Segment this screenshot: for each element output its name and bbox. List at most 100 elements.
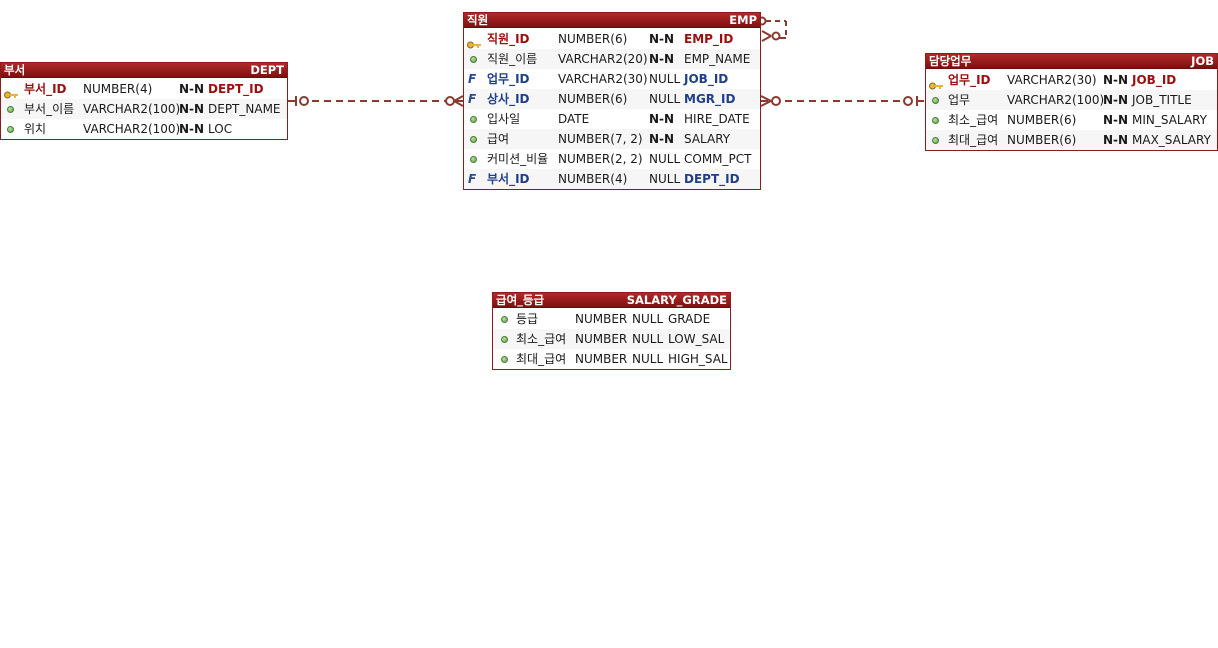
- column-physical: EMP_NAME: [684, 52, 751, 66]
- column-row[interactable]: 등급 NUMBER NULL GRADE: [493, 309, 730, 329]
- relationship-dept-emp: [288, 95, 464, 107]
- column-row[interactable]: 부서_이름 VARCHAR2(100) N-N DEPT_NAME: [1, 99, 287, 119]
- column-type: NUMBER: [575, 332, 628, 346]
- column-row[interactable]: 커미션_비율 NUMBER(2, 2) NULL COMM_PCT: [464, 149, 760, 169]
- entity-logical-name: 담당업무: [929, 54, 972, 68]
- column-physical: JOB_ID: [1132, 73, 1177, 87]
- column-type: NUMBER(2, 2): [558, 152, 643, 166]
- column-physical: MGR_ID: [684, 92, 736, 106]
- column-nullable: N-N: [179, 82, 205, 96]
- column-nullable: N-N: [649, 52, 675, 66]
- column-physical: LOC: [208, 122, 233, 136]
- attribute-dot-icon: [468, 54, 478, 64]
- entity-physical-name: DEPT: [250, 63, 284, 77]
- column-type: NUMBER(4): [558, 172, 628, 186]
- column-name: 부서_ID: [24, 82, 67, 96]
- column-nullable: N-N: [649, 132, 675, 146]
- column-type: NUMBER(6): [1007, 133, 1077, 147]
- column-physical: HIGH_SAL: [668, 352, 728, 366]
- column-type: NUMBER(6): [558, 32, 628, 46]
- column-physical: JOB_ID: [684, 72, 729, 86]
- column-type: VARCHAR2(100): [83, 122, 181, 136]
- column-row[interactable]: F 상사_ID NUMBER(6) NULL MGR_ID: [464, 89, 760, 109]
- entity-logical-name: 직원: [467, 13, 489, 27]
- column-list: 업무_ID VARCHAR2(30) N-N JOB_ID 업무 VARCHAR…: [926, 68, 1217, 150]
- column-list: 직원_ID NUMBER(6) N-N EMP_ID 직원_이름 VARCHAR…: [464, 27, 760, 189]
- foreign-key-icon: F: [468, 72, 477, 86]
- column-row[interactable]: 최대_급여 NUMBER(6) N-N MAX_SALARY: [926, 130, 1217, 150]
- attribute-dot-icon: [499, 354, 509, 364]
- column-name: 커미션_비율: [487, 152, 549, 166]
- column-name: 업무_ID: [948, 73, 991, 87]
- column-list: 등급 NUMBER NULL GRADE 최소_급여 NUMBER NULL L…: [493, 307, 730, 369]
- column-type: VARCHAR2(100): [1007, 93, 1105, 107]
- column-row[interactable]: 최소_급여 NUMBER(6) N-N MIN_SALARY: [926, 110, 1217, 130]
- column-type: VARCHAR2(30): [1007, 73, 1097, 87]
- entity-header: 부서 DEPT: [1, 63, 287, 77]
- column-type: DATE: [558, 112, 590, 126]
- column-nullable: NULL: [649, 172, 681, 186]
- entity-header: 담당업무 JOB: [926, 54, 1217, 68]
- column-type: NUMBER(4): [83, 82, 153, 96]
- column-physical: DEPT_ID: [684, 172, 740, 186]
- column-row[interactable]: 위치 VARCHAR2(100) N-N LOC: [1, 119, 287, 139]
- column-name: 급여: [487, 132, 510, 146]
- foreign-key-icon: F: [468, 172, 477, 186]
- entity-emp[interactable]: 직원 EMP 직원_ID NUMBER(6) N-N EMP_ID 직원_이름 …: [463, 12, 761, 190]
- column-physical: SALARY: [684, 132, 731, 146]
- entity-logical-name: 급여_등급: [496, 293, 545, 307]
- column-name: 업무_ID: [487, 72, 530, 86]
- column-row[interactable]: 업무_ID VARCHAR2(30) N-N JOB_ID: [926, 70, 1217, 90]
- column-name: 상사_ID: [487, 92, 530, 106]
- column-row[interactable]: 최소_급여 NUMBER NULL LOW_SAL: [493, 329, 730, 349]
- column-type: NUMBER: [575, 352, 628, 366]
- column-name: 부서_ID: [487, 172, 530, 186]
- attribute-dot-icon: [5, 124, 15, 134]
- entity-physical-name: EMP: [729, 13, 757, 27]
- column-physical: DEPT_NAME: [208, 102, 281, 116]
- column-name: 최대_급여: [516, 352, 567, 366]
- column-row[interactable]: 부서_ID NUMBER(4) N-N DEPT_ID: [1, 79, 287, 99]
- entity-salary-grade[interactable]: 급여_등급 SALARY_GRADE 등급 NUMBER NULL GRADE …: [492, 292, 731, 370]
- column-name: 업무: [948, 93, 971, 107]
- entity-job[interactable]: 담당업무 JOB 업무_ID VARCHAR2(30) N-N JOB_ID 업…: [925, 53, 1218, 151]
- column-type: VARCHAR2(100): [83, 102, 181, 116]
- attribute-dot-icon: [499, 334, 509, 344]
- attribute-dot-icon: [930, 95, 940, 105]
- attribute-dot-icon: [468, 154, 478, 164]
- column-nullable: N-N: [649, 112, 675, 126]
- column-row[interactable]: 직원_이름 VARCHAR2(20) N-N EMP_NAME: [464, 49, 760, 69]
- column-type: NUMBER(6): [1007, 113, 1077, 127]
- column-row[interactable]: F 업무_ID VARCHAR2(30) NULL JOB_ID: [464, 69, 760, 89]
- column-physical: LOW_SAL: [668, 332, 725, 346]
- key-icon: [467, 35, 481, 49]
- attribute-dot-icon: [468, 114, 478, 124]
- entity-dept[interactable]: 부서 DEPT 부서_ID NUMBER(4) N-N DEPT_ID 부서_이…: [0, 62, 288, 140]
- column-row[interactable]: F 부서_ID NUMBER(4) NULL DEPT_ID: [464, 169, 760, 189]
- relationship-emp-self: [757, 16, 787, 42]
- column-row[interactable]: 입사일 DATE N-N HIRE_DATE: [464, 109, 760, 129]
- attribute-dot-icon: [930, 115, 940, 125]
- foreign-key-icon: F: [468, 92, 477, 106]
- column-physical: COMM_PCT: [684, 152, 752, 166]
- column-type: VARCHAR2(30): [558, 72, 648, 86]
- column-row[interactable]: 업무 VARCHAR2(100) N-N JOB_TITLE: [926, 90, 1217, 110]
- column-nullable: NULL: [632, 312, 664, 326]
- column-row[interactable]: 직원_ID NUMBER(6) N-N EMP_ID: [464, 29, 760, 49]
- column-physical: DEPT_ID: [208, 82, 264, 96]
- column-nullable: N-N: [1103, 73, 1129, 87]
- column-type: NUMBER(6): [558, 92, 628, 106]
- attribute-dot-icon: [5, 104, 15, 114]
- column-name: 최소_급여: [948, 113, 999, 127]
- column-physical: HIRE_DATE: [684, 112, 750, 126]
- column-name: 위치: [24, 122, 47, 136]
- column-name: 최대_급여: [948, 133, 999, 147]
- column-type: NUMBER: [575, 312, 628, 326]
- column-row[interactable]: 급여 NUMBER(7, 2) N-N SALARY: [464, 129, 760, 149]
- column-row[interactable]: 최대_급여 NUMBER NULL HIGH_SAL: [493, 349, 730, 369]
- column-nullable: NULL: [649, 152, 681, 166]
- entity-header: 직원 EMP: [464, 13, 760, 27]
- attribute-dot-icon: [930, 135, 940, 145]
- column-list: 부서_ID NUMBER(4) N-N DEPT_ID 부서_이름 VARCHA…: [1, 77, 287, 139]
- key-icon: [929, 76, 943, 90]
